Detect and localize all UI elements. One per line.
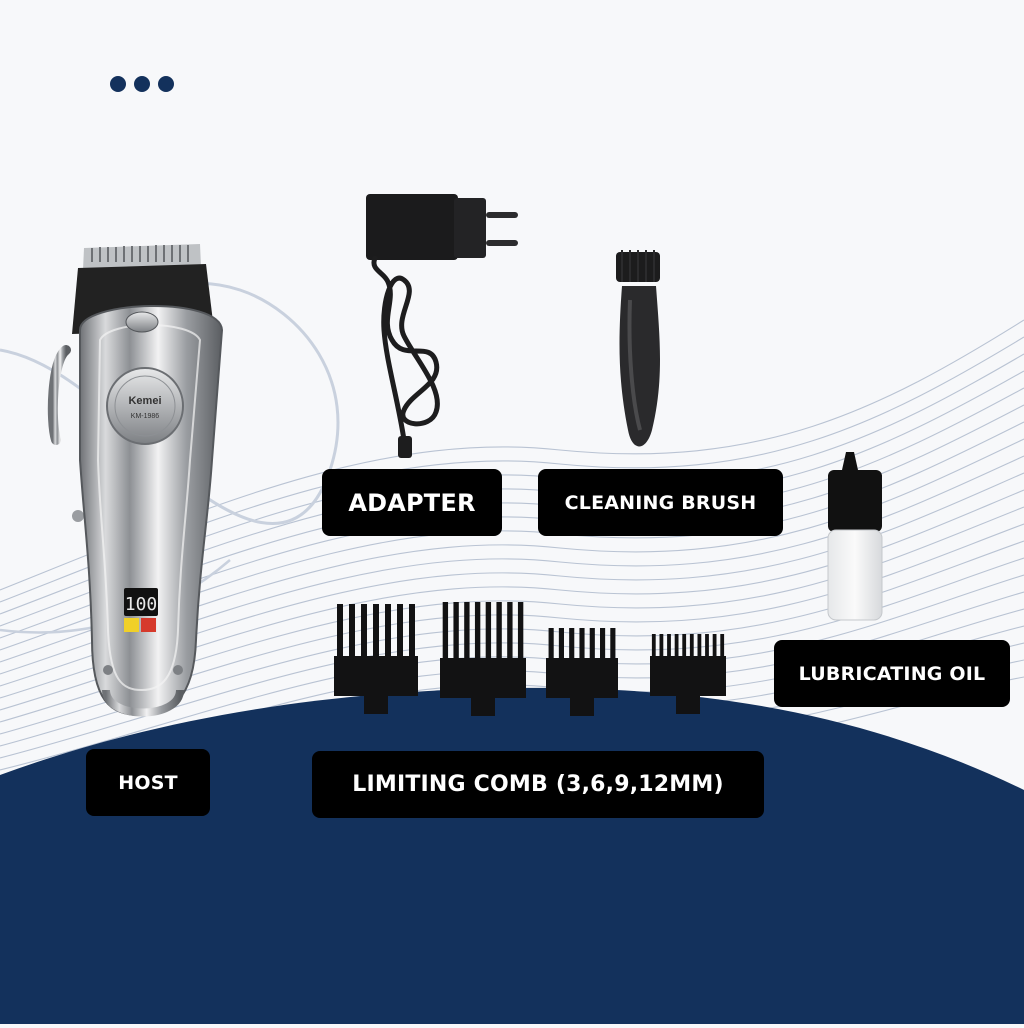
adapter-label: ADAPTER xyxy=(322,469,502,536)
navy-dome-background xyxy=(0,687,1024,1024)
cleaning-brush-label: CLEANING BRUSH xyxy=(538,469,783,536)
host-label: HOST xyxy=(86,749,210,816)
lubricating-oil-image xyxy=(827,452,883,621)
dot-icon xyxy=(158,76,174,92)
clipper-display: 100 xyxy=(125,594,158,615)
limiting-comb-label-text: LIMITING COMB (3,6,9,12MM) xyxy=(352,772,724,797)
host-label-text: HOST xyxy=(118,771,178,794)
clipper-model: KM-1986 xyxy=(131,413,160,420)
limiting-comb xyxy=(650,634,726,714)
more-options-dots xyxy=(110,76,174,92)
lubricating-oil-label: LUBRICATING OIL xyxy=(774,640,1010,707)
limiting-comb xyxy=(334,604,418,714)
dot-icon xyxy=(110,76,126,92)
clipper-brand: Kemei xyxy=(128,395,161,407)
dot-icon xyxy=(134,76,150,92)
clipper-host: Kemei KM-1986 100 xyxy=(47,244,224,717)
limiting-comb-set xyxy=(334,602,726,716)
lubricating-oil-label-text: LUBRICATING OIL xyxy=(798,662,986,685)
cleaning-brush-image xyxy=(616,250,660,447)
limiting-comb xyxy=(440,602,526,716)
adapter-image xyxy=(366,194,518,458)
limiting-comb xyxy=(546,628,618,716)
adapter-label-text: ADAPTER xyxy=(348,488,476,517)
cleaning-brush-label-text: CLEANING BRUSH xyxy=(564,491,757,514)
limiting-comb-label: LIMITING COMB (3,6,9,12MM) xyxy=(312,751,764,818)
